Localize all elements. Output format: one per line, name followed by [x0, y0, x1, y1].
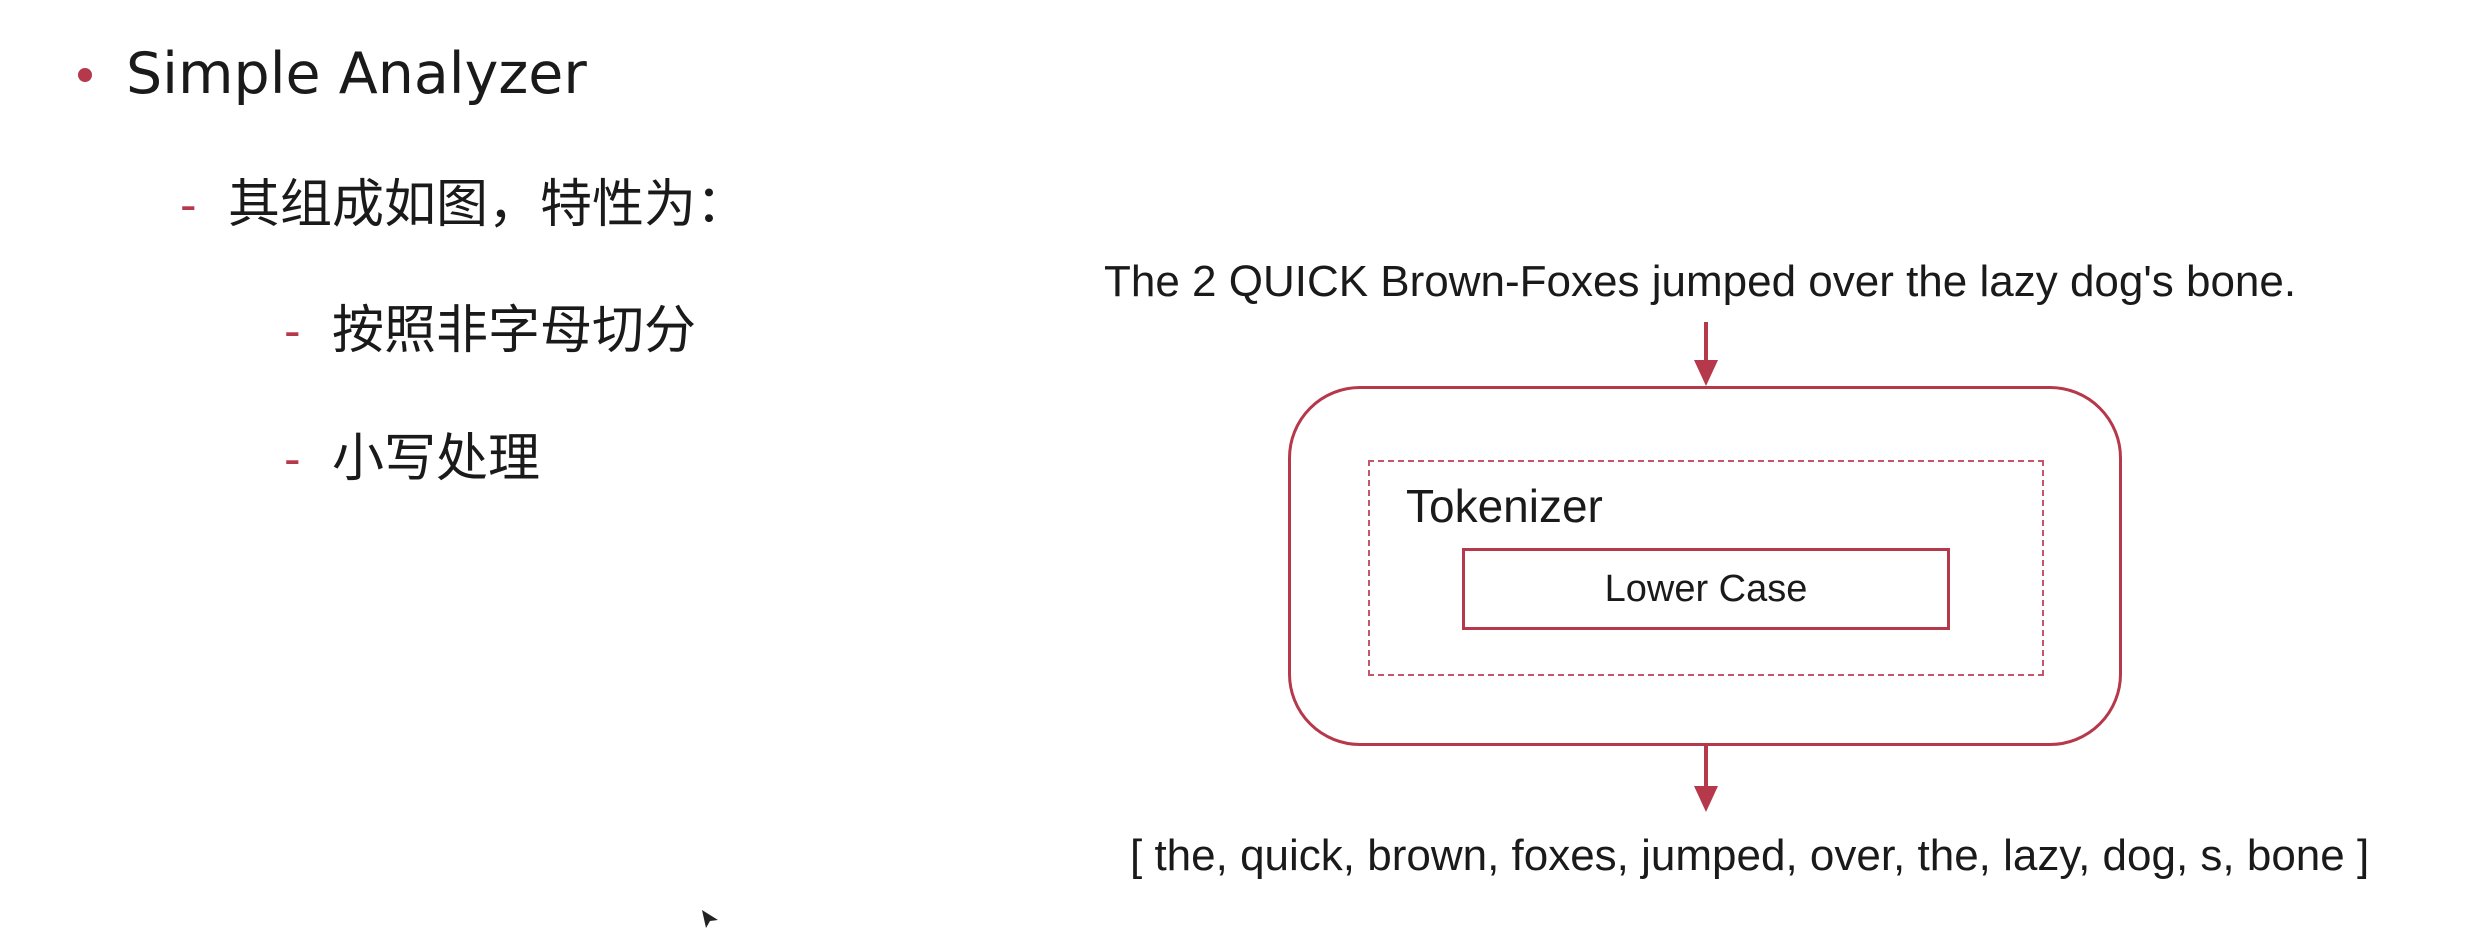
input-sentence: The 2 QUICK Brown-Foxes jumped over the … — [1104, 257, 2297, 306]
slide-heading: Simple Analyzer — [126, 41, 587, 107]
feature-dash: - — [284, 432, 301, 486]
sub-point-dash: - — [180, 178, 197, 232]
bullet-dot — [78, 68, 92, 82]
tokenizer-box — [1368, 460, 2044, 676]
tokenizer-label: Tokenizer — [1406, 480, 1603, 532]
lowercase-filter-label: Lower Case — [1604, 568, 1808, 610]
feature-item: 小写处理 — [332, 429, 541, 489]
output-arrow — [1694, 746, 1718, 812]
analyzer-box — [1288, 386, 2122, 746]
output-tokens: [ the, quick, brown, foxes, jumped, over… — [1130, 831, 2370, 880]
feature-item: 按照非字母切分 — [332, 301, 697, 361]
input-arrow — [1694, 322, 1718, 386]
sub-point-text: 其组成如图，特性为： — [228, 175, 749, 235]
lowercase-filter-box: Lower Case — [1462, 548, 1950, 630]
cursor-icon — [702, 910, 718, 928]
feature-dash: - — [284, 304, 301, 358]
